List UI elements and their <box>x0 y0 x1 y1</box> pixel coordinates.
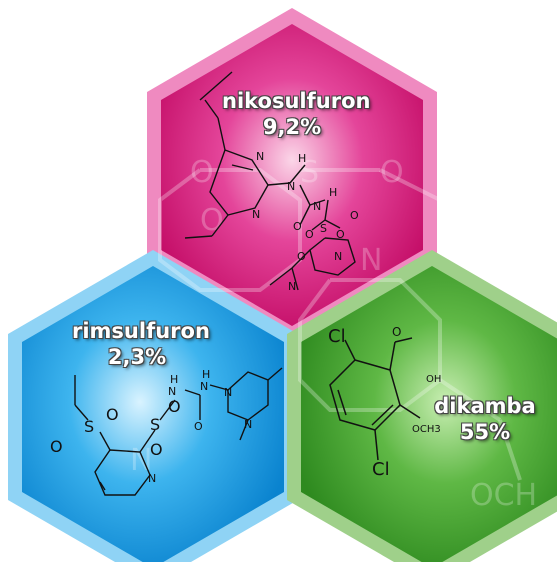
niko-atom-13: O <box>336 228 345 241</box>
dik-atom-cl-1: Cl <box>328 326 346 347</box>
rim-atom-14: N <box>148 472 156 485</box>
niko-atom-6: O <box>350 209 359 222</box>
niko-atom-8: S <box>320 222 327 235</box>
bg-atom-och: OCH <box>470 478 537 513</box>
structure-nikosulfuron <box>184 71 356 291</box>
niko-atom-3: N <box>287 180 295 193</box>
niko-atom-4: H <box>298 152 306 165</box>
bg-atom-o-3: O <box>200 203 224 238</box>
percent-nikosulfuron: 9,2% <box>262 115 322 140</box>
niko-atom-14: N <box>288 280 296 293</box>
bg-atom-o-1: O <box>190 155 214 190</box>
rim-atom-2: S <box>84 417 94 436</box>
label-rimsulfuron: rimsulfuron 2,3% <box>72 318 210 371</box>
hexagon-rimsulfuron <box>8 250 298 562</box>
name-dikamba: dikamba <box>434 394 536 418</box>
rim-atom-3: O <box>106 405 119 424</box>
rim-atom-4: S <box>150 415 160 434</box>
dik-atom-cl-2: Cl <box>372 459 390 480</box>
rim-atom-8: H <box>170 373 178 386</box>
dik-atom-oh: OH <box>426 374 441 385</box>
structure-rimsulfuron <box>74 367 283 496</box>
bg-atom-o-2: O <box>380 155 404 190</box>
rim-atom-11: O <box>194 420 203 433</box>
bg-atom-n-1: N <box>360 243 382 278</box>
name-rimsulfuron: rimsulfuron <box>72 319 210 343</box>
niko-atom-12: O <box>297 250 306 263</box>
background-structure-watermark <box>158 168 522 481</box>
dik-atom-o: O <box>392 325 401 339</box>
structure-dikamba <box>329 337 421 461</box>
rim-atom-7: N <box>168 385 176 398</box>
dik-atom-och3: OCH3 <box>412 424 441 435</box>
rim-atom-10: H <box>202 368 210 381</box>
rim-atom-13: N <box>244 418 252 431</box>
percent-rimsulfuron: 2,3% <box>107 345 167 370</box>
bg-atom-s: S <box>300 155 319 190</box>
rim-atom-12: N <box>224 386 232 399</box>
niko-atom-10: H <box>329 186 337 199</box>
hexagon-dikamba <box>287 250 557 562</box>
label-dikamba: dikamba 55% <box>430 393 540 446</box>
percent-dikamba: 55% <box>459 420 511 445</box>
niko-atom-5: O <box>293 220 302 233</box>
rim-atom-1: O <box>50 437 63 456</box>
name-nikosulfuron: nikosulfuron <box>222 89 371 113</box>
niko-atom-7: O <box>305 228 314 241</box>
niko-atom-11: N <box>334 250 342 263</box>
rim-atom-9: N <box>200 380 208 393</box>
rim-atom-5: O <box>168 397 181 416</box>
rim-atom-6: O <box>150 440 163 459</box>
niko-atom-2: N <box>252 208 260 221</box>
label-nikosulfuron: nikosulfuron 9,2% <box>222 88 371 141</box>
hexagon-nikosulfuron <box>147 8 437 342</box>
niko-atom-1: N <box>256 150 264 163</box>
niko-atom-9: N <box>313 200 321 213</box>
